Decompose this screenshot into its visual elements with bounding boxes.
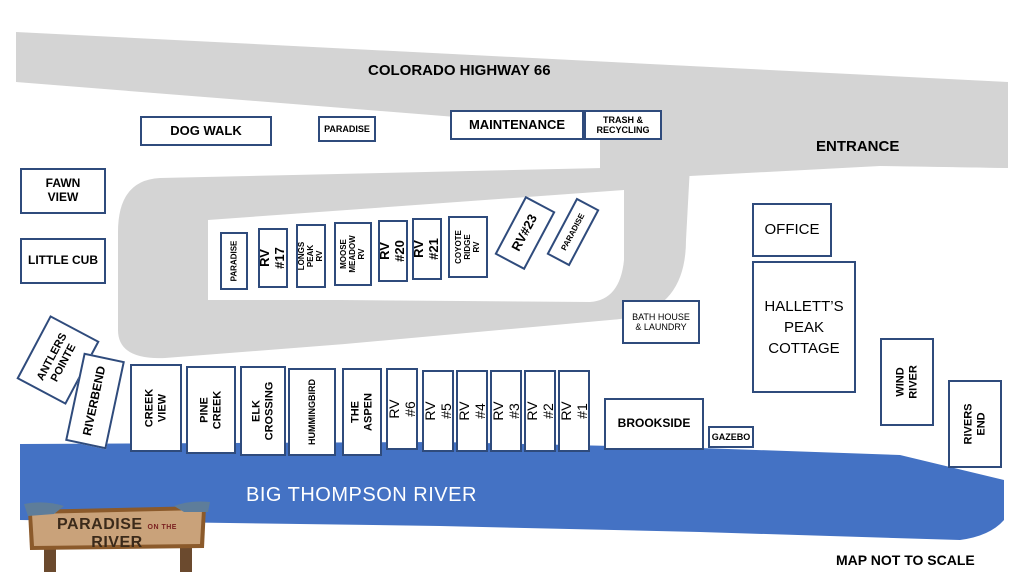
site-label: TRASH & RECYCLING bbox=[596, 114, 650, 135]
site-label: CREEK VIEW bbox=[143, 388, 168, 428]
site-label: FAWN VIEW bbox=[45, 176, 81, 204]
site-pine-creek[interactable]: PINE CREEK bbox=[186, 366, 236, 454]
site-coyote-ridge-rv[interactable]: COYOTE RIDGE RV bbox=[448, 216, 488, 278]
site-label: HUMMINGBIRD bbox=[306, 379, 317, 445]
site-label: LITTLE CUB bbox=[28, 253, 98, 268]
site-label: RV #6 bbox=[385, 399, 418, 419]
site-label: RV#23 bbox=[508, 211, 541, 254]
big-thompson-river bbox=[20, 442, 1004, 540]
site-bath-house-laundry[interactable]: BATH HOUSE & LAUNDRY bbox=[622, 300, 700, 344]
site-halletts-peak-cottage[interactable]: HALLETT’S PEAK COTTAGE bbox=[752, 261, 856, 393]
site-label: RIVERBEND bbox=[79, 364, 109, 437]
site-office[interactable]: OFFICE bbox=[752, 203, 832, 257]
site-label: PINE CREEK bbox=[198, 390, 223, 430]
logo-text-river: RIVER bbox=[91, 534, 143, 551]
site-little-cub[interactable]: LITTLE CUB bbox=[20, 238, 106, 284]
site-label: RV #3 bbox=[489, 401, 522, 421]
site-elk-crossing[interactable]: ELK CROSSING bbox=[240, 366, 286, 456]
logo-text-on-the: ON THE bbox=[147, 524, 177, 531]
site-dog-walk[interactable]: DOG WALK bbox=[140, 116, 272, 146]
site-rv-3[interactable]: RV #3 bbox=[490, 370, 522, 452]
site-label: PARADISE bbox=[229, 240, 239, 282]
site-wind-river[interactable]: WIND RIVER bbox=[880, 338, 934, 426]
site-paradise-top[interactable]: PARADISE bbox=[318, 116, 376, 142]
site-rv-1[interactable]: RV #1 bbox=[558, 370, 590, 452]
site-maintenance[interactable]: MAINTENANCE bbox=[450, 110, 584, 140]
site-label: MAINTENANCE bbox=[468, 116, 566, 132]
site-rv-21[interactable]: RV #21 bbox=[411, 218, 442, 280]
site-label: RV #21 bbox=[411, 238, 441, 260]
site-rv-2[interactable]: RV #2 bbox=[524, 370, 556, 452]
site-label: HALLETT’S PEAK COTTAGE bbox=[764, 297, 844, 357]
site-label: RV #4 bbox=[455, 401, 488, 421]
site-label: RV #1 bbox=[557, 401, 590, 421]
site-hummingbird[interactable]: HUMMINGBIRD bbox=[288, 368, 336, 456]
logo-text-paradise: PARADISE bbox=[57, 516, 143, 533]
site-label: RV #5 bbox=[421, 401, 454, 421]
site-rv-6[interactable]: RV #6 bbox=[386, 368, 418, 450]
site-label: BROOKSIDE bbox=[617, 416, 691, 431]
map-not-to-scale-note: MAP NOT TO SCALE bbox=[836, 552, 975, 568]
site-fawn-view[interactable]: FAWN VIEW bbox=[20, 168, 106, 214]
site-label: RIVERS END bbox=[962, 403, 987, 445]
site-trash-recycling[interactable]: TRASH & RECYCLING bbox=[584, 110, 662, 140]
entrance-label: ENTRANCE bbox=[816, 138, 900, 155]
site-label: ANTLERS POINTE bbox=[34, 331, 79, 384]
site-label: WIND RIVER bbox=[894, 365, 919, 399]
site-rv-5[interactable]: RV #5 bbox=[422, 370, 454, 452]
site-label: RV #17 bbox=[257, 247, 287, 269]
logo-sign-icon bbox=[24, 501, 210, 572]
site-label: THE ASPEN bbox=[349, 393, 374, 431]
site-label: MOOSE MEADOW RV bbox=[339, 235, 367, 273]
entrance-road bbox=[600, 120, 1008, 176]
site-gazebo[interactable]: GAZEBO bbox=[708, 426, 754, 448]
site-label: RV #2 bbox=[523, 401, 556, 421]
site-label: GAZEBO bbox=[711, 431, 751, 442]
site-rv-17[interactable]: RV #17 bbox=[257, 228, 288, 288]
site-brookside[interactable]: BROOKSIDE bbox=[604, 398, 704, 450]
site-label: OFFICE bbox=[764, 221, 820, 239]
site-rv-20[interactable]: RV #20 bbox=[377, 220, 408, 282]
site-the-aspen[interactable]: THE ASPEN bbox=[342, 368, 382, 456]
loop-road bbox=[118, 166, 690, 359]
site-label: ELK CROSSING bbox=[250, 381, 275, 441]
site-paradise-loop[interactable]: PARADISE bbox=[220, 232, 248, 290]
site-label: RV #20 bbox=[377, 240, 407, 262]
site-longs-peak-rv[interactable]: LONGS PEAK RV bbox=[296, 224, 326, 288]
site-label: BATH HOUSE & LAUNDRY bbox=[632, 311, 690, 332]
site-label: LONGS PEAK RV bbox=[297, 241, 325, 271]
site-creek-view[interactable]: CREEK VIEW bbox=[130, 364, 182, 452]
river-label: BIG THOMPSON RIVER bbox=[246, 484, 477, 506]
site-rivers-end[interactable]: RIVERS END bbox=[948, 380, 1002, 468]
paradise-on-the-river-logo: PARADISE ON THE RIVER bbox=[24, 500, 210, 572]
site-label: PARADISE bbox=[324, 123, 370, 134]
highway-label: COLORADO HIGHWAY 66 bbox=[368, 62, 551, 79]
site-label: DOG WALK bbox=[170, 122, 242, 138]
site-moose-meadow-rv[interactable]: MOOSE MEADOW RV bbox=[334, 222, 372, 286]
site-label: COYOTE RIDGE RV bbox=[454, 230, 482, 264]
site-rv-4[interactable]: RV #4 bbox=[456, 370, 488, 452]
